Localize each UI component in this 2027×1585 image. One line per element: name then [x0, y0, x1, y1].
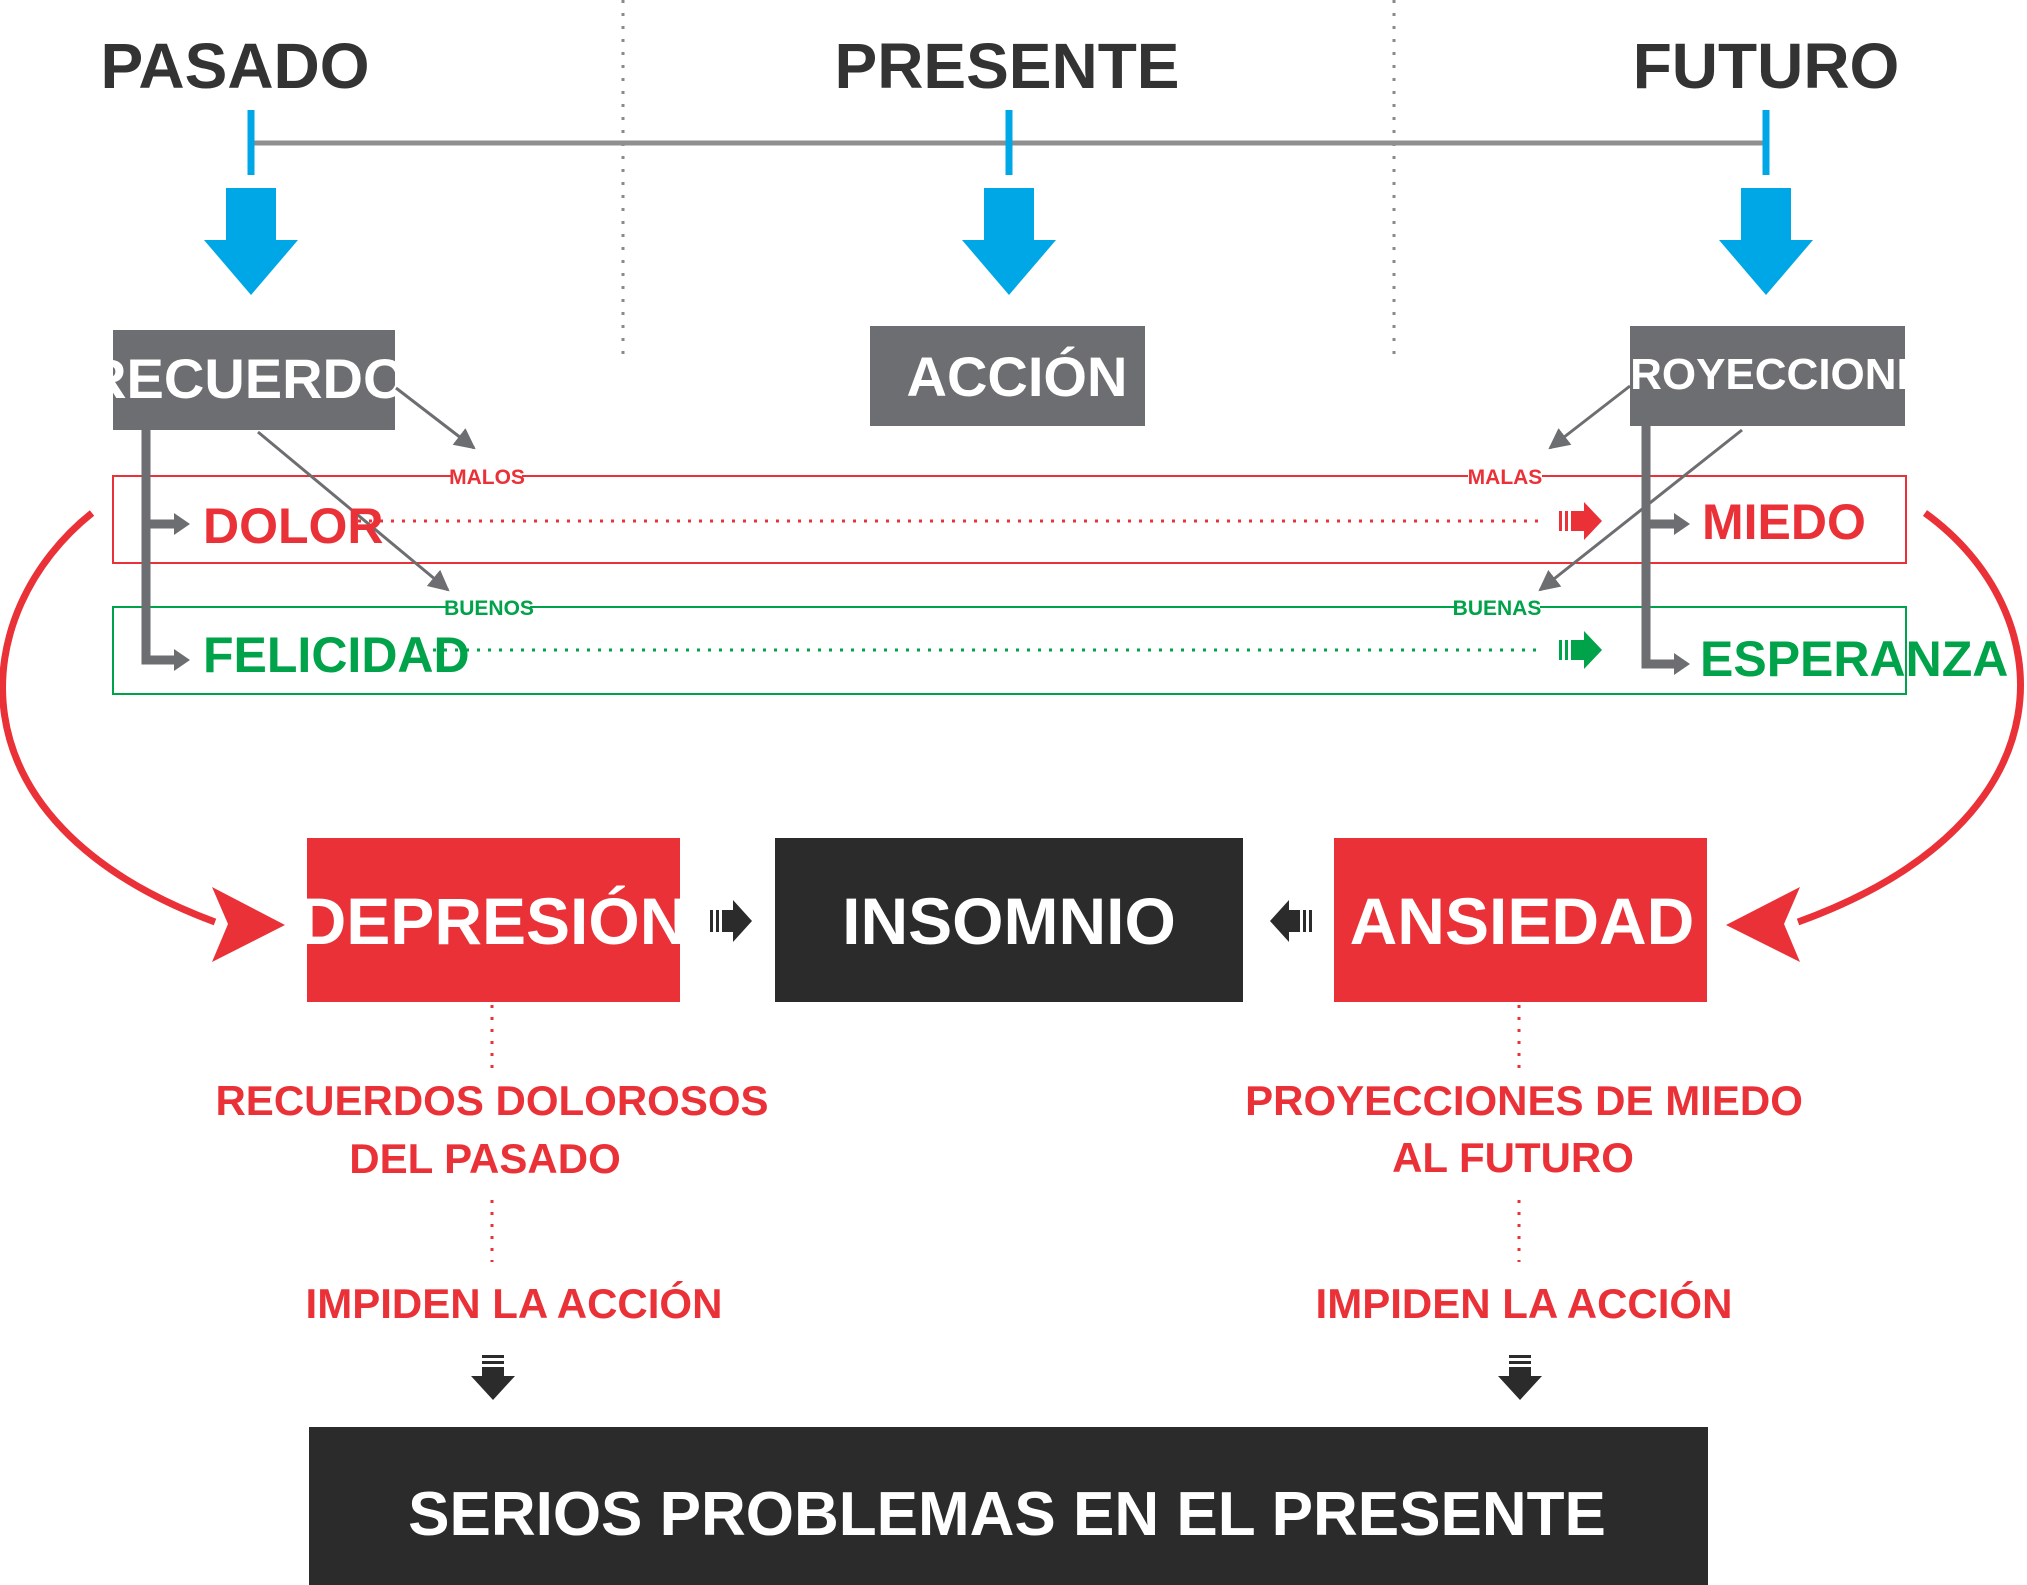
recuerdos-box	[113, 330, 395, 430]
curve-arrowhead-right-icon	[1726, 887, 1800, 962]
elbow-recuerdos-felicidad	[141, 524, 178, 665]
note-right-line1: PROYECCIONES DE MIEDO	[1245, 1077, 1803, 1124]
recuerdos-label: RECUERDOS	[86, 347, 444, 410]
depresion-box	[307, 838, 680, 1002]
ansiedad-label: ANSIEDAD	[1350, 884, 1695, 958]
bottom-label: SERIOS PROBLEMAS EN EL PRESENTE	[408, 1480, 1606, 1549]
arrow-down-present-icon	[962, 188, 1056, 295]
connector-proyecciones-buenas	[1538, 428, 1743, 592]
heading-present: PRESENTE	[835, 30, 1180, 102]
note-left-line1: RECUERDOS DOLOROSOS	[215, 1077, 768, 1124]
curve-arrowhead-left-icon	[212, 887, 285, 962]
row-dolor: DOLOR	[203, 498, 384, 554]
proyecciones-label: PROYECCIONES	[1601, 350, 1956, 399]
impide-left: IMPIDEN LA ACCIÓN	[306, 1279, 723, 1327]
curve-arrow-left	[0, 510, 217, 926]
branch-buenas: BUENAS	[1453, 597, 1542, 620]
arrow-down-future-icon	[1719, 188, 1813, 295]
connector-recuerdos-buenos	[257, 430, 450, 592]
elbow-arrowhead-esperanza-icon	[1674, 653, 1690, 675]
elbow-proyecciones-esperanza	[1641, 524, 1678, 669]
note-left-line2: DEL PASADO	[349, 1135, 620, 1182]
heading-future: FUTURO	[1633, 30, 1900, 102]
proyecciones-box	[1630, 326, 1905, 426]
row-esperanza: ESPERANZA	[1700, 631, 2008, 687]
note-right-line2: AL FUTURO	[1392, 1134, 1634, 1181]
branch-malos: MALOS	[449, 466, 525, 489]
elbow-arrowhead-dolor-icon	[174, 513, 190, 535]
insomnio-box	[775, 838, 1243, 1002]
elbow-arrowhead-miedo-icon	[1674, 513, 1690, 535]
insomnio-label: INSOMNIO	[842, 884, 1176, 958]
arrow-down-past-icon	[204, 188, 298, 295]
flow-arrow-miedo-icon	[1559, 502, 1602, 540]
impide-right: IMPIDEN LA ACCIÓN	[1316, 1279, 1733, 1327]
ansiedad-box	[1334, 838, 1707, 1002]
row-miedo: MIEDO	[1702, 494, 1866, 550]
flow-arrow-esperanza-icon	[1559, 631, 1602, 669]
elbow-arrowhead-felicidad-icon	[174, 649, 190, 671]
row-felicidad: FELICIDAD	[203, 627, 470, 683]
bottom-box	[309, 1427, 1708, 1585]
arrow-down-left-icon	[471, 1355, 515, 1400]
depresion-label: DEPRESIÓN	[299, 884, 688, 958]
bad-row-frame	[112, 475, 1907, 564]
arrow-down-right-icon	[1498, 1355, 1542, 1400]
accion-box	[870, 326, 1145, 426]
arrow-depresion-insomnio-icon	[710, 900, 752, 942]
curve-arrow-right	[1796, 510, 2024, 926]
connector-proyecciones-malas	[1548, 384, 1631, 450]
connector-recuerdos-malos	[395, 386, 476, 450]
heading-past: PASADO	[100, 30, 369, 102]
good-row-frame	[112, 606, 1907, 695]
branch-buenos: BUENOS	[444, 597, 534, 620]
arrow-ansiedad-insomnio-icon	[1270, 900, 1312, 942]
branch-malas: MALAS	[1468, 466, 1543, 489]
accion-label: ACCIÓN	[907, 345, 1128, 408]
